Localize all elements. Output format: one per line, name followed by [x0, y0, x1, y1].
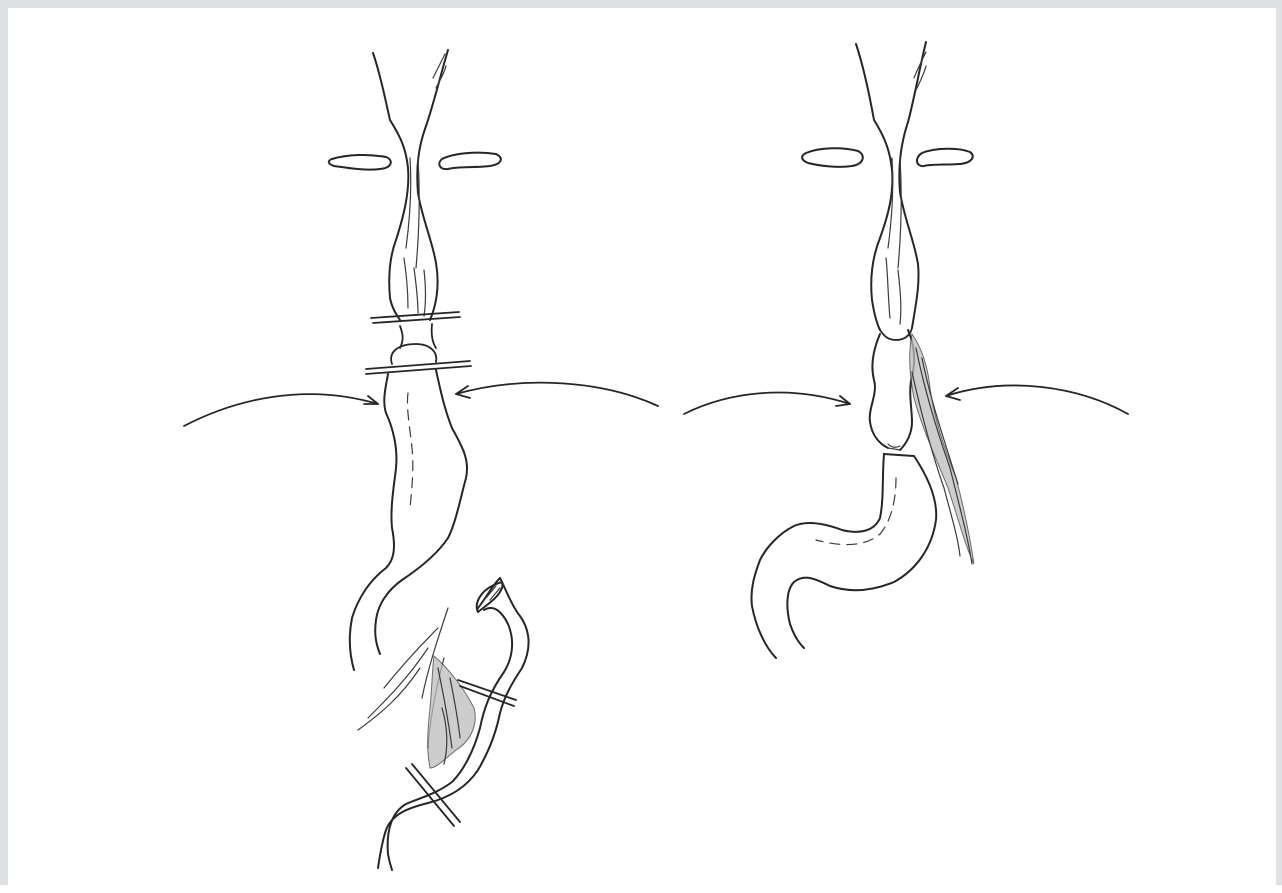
right-panel-arrows: [684, 386, 1128, 414]
right-arrow-left: [684, 393, 850, 414]
right-shaded-mesentery: [910, 334, 974, 564]
left-esophagus-left-wall: [373, 53, 408, 320]
left-arrow-right: [456, 383, 658, 406]
right-interposed-segment: [870, 330, 914, 450]
left-tube-left-wall: [350, 374, 397, 670]
left-blob-left: [329, 155, 391, 170]
right-arrow-right: [946, 386, 1128, 414]
left-esophagus-right-wall: [417, 50, 448, 320]
left-shaded-mesentery: [428, 656, 476, 768]
right-blob-left: [802, 148, 863, 167]
surgical-illustration: [8, 8, 1282, 893]
left-ligature-lower: [366, 361, 471, 374]
right-blob-right: [917, 149, 973, 166]
left-blob-right: [439, 153, 500, 169]
right-panel-drawing: [751, 42, 974, 658]
right-esophagus-left-wall: [856, 44, 892, 330]
left-panel-drawing: [184, 50, 658, 870]
left-arrow-left: [184, 394, 378, 426]
right-esophagus-right-wall: [899, 42, 926, 328]
left-tube-right-wall: [375, 370, 467, 654]
left-ligature-upper: [371, 312, 460, 323]
right-stomach-body: [751, 454, 884, 658]
left-ligature-jejunum-2: [406, 764, 460, 826]
